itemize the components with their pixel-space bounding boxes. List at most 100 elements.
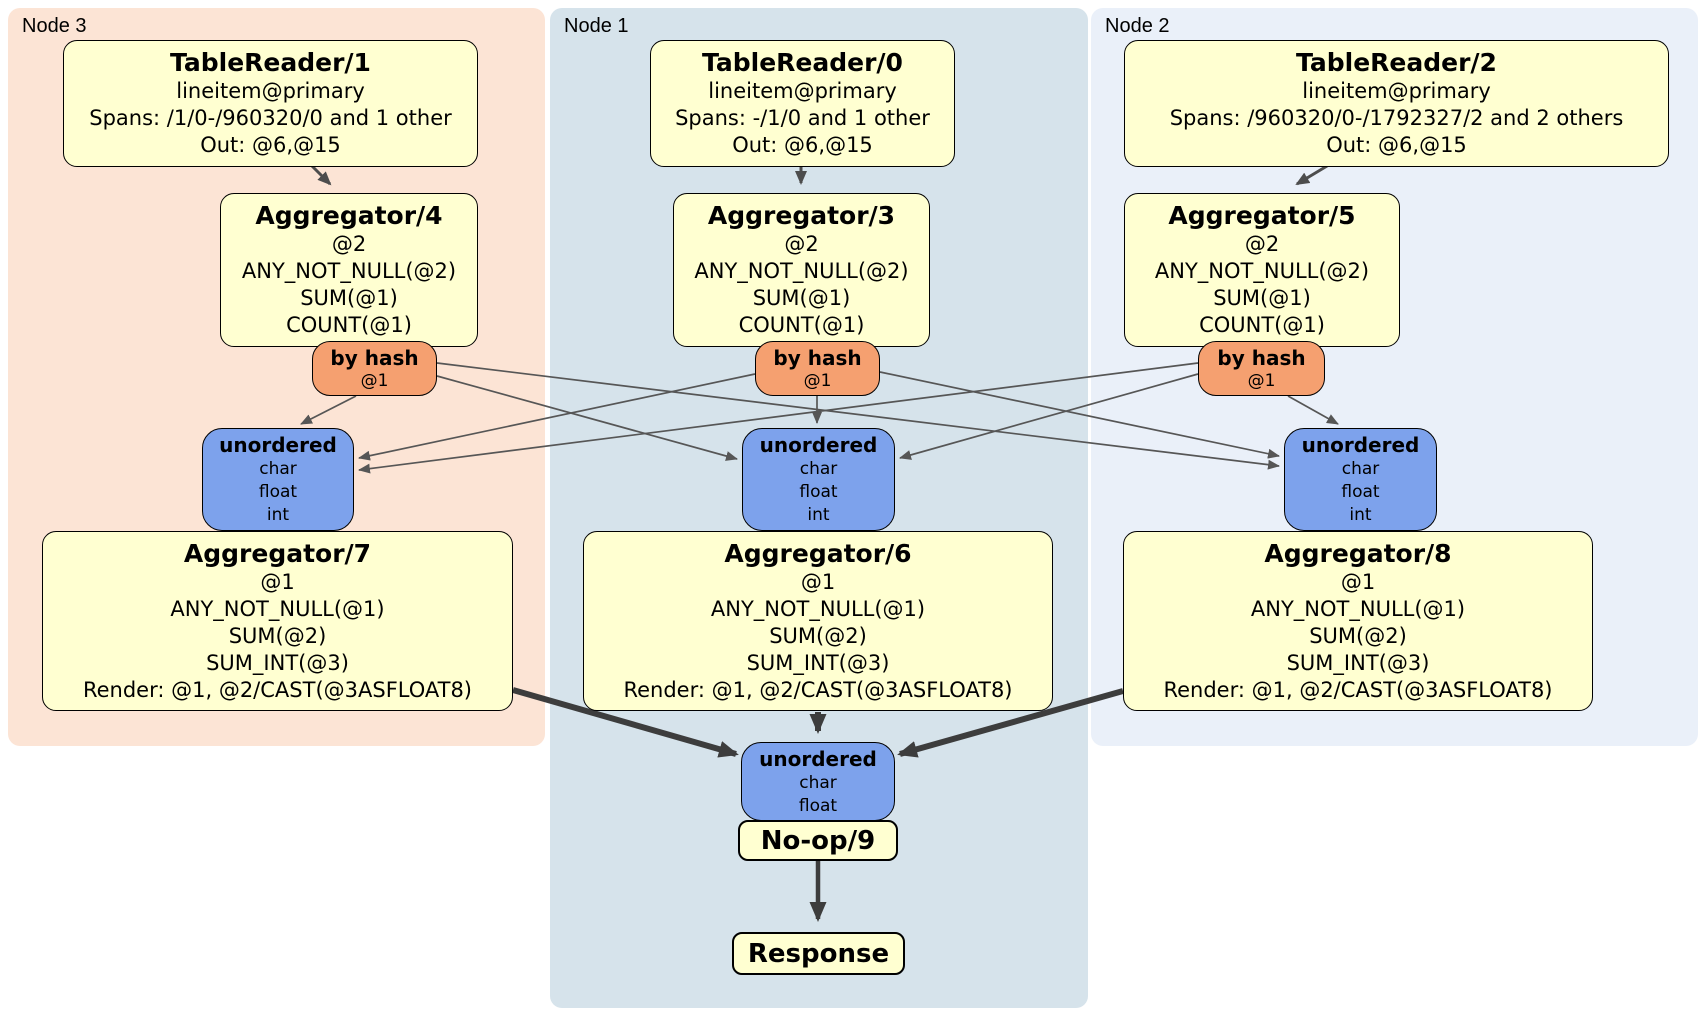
node-label-1: Node 1 [564,15,629,37]
edge-hash-node3-sync-node1 [436,375,738,461]
processor-line: SUM_INT(@3) [206,650,349,675]
sync-line: float [798,795,838,816]
processor-line: @1 [1340,569,1376,594]
sync-line: char [1341,459,1380,479]
unordered-sync-node2: unordered char float int [1284,428,1437,531]
processor-line: Spans: -/1/0 and 1 other [675,106,930,130]
router-title: by hash [330,345,419,370]
node-label-2: Node 2 [1105,15,1170,37]
edge-hash-node2-sync-node2 [1287,395,1339,425]
edge-aggregator7-final-sync [512,687,739,758]
processor-title: TableReader/1 [170,48,371,77]
tablereader2-box: TableReader/2 lineitem@primary Spans: /9… [1124,40,1669,167]
processor-title: Aggregator/7 [183,538,372,568]
processor-line: SUM_INT(@3) [1286,650,1430,675]
sync-title: unordered [759,433,878,457]
processor-line: lineitem@primary [1302,79,1491,103]
edge-hash-node1-sync-node2 [879,371,1280,459]
processor-line: COUNT(@1) [1199,313,1325,337]
processor-line: SUM_INT(@3) [746,650,890,675]
sync-line: char [799,772,837,793]
hash-router-node1: by hash @1 [755,341,880,396]
processor-line: Render: @1, @2/CAST(@3ASFLOAT8) [82,677,473,702]
noop-label: No-op/9 [760,825,876,856]
aggregator4-box: Aggregator/4 @2 ANY_NOT_NULL(@2) SUM(@1)… [220,193,478,347]
processor-line: SUM(@2) [1309,623,1407,648]
tablereader0-box: TableReader/0 lineitem@primary Spans: -/… [650,40,955,167]
processor-line: COUNT(@1) [738,313,865,337]
hash-router-node3: by hash @1 [312,341,437,396]
processor-line: @1 [260,569,295,594]
processor-title: TableReader/0 [702,48,903,77]
edge-hash-node2-sync-node1 [899,373,1199,460]
processor-line: @2 [784,232,819,256]
processor-line: Spans: /1/0-/960320/0 and 1 other [89,106,452,130]
sync-title: unordered [219,433,337,457]
processor-title: Aggregator/5 [1168,201,1356,230]
processor-line: Out: @6,@15 [732,133,873,157]
sync-line: char [799,459,838,479]
sync-line: char [259,459,297,479]
unordered-sync-node3: unordered char float int [202,428,354,531]
processor-line: SUM(@1) [300,286,398,310]
processor-line: SUM(@1) [1213,286,1311,310]
processor-line: ANY_NOT_NULL(@1) [710,596,926,621]
edge-hash-node2-sync-node3 [358,362,1199,474]
router-title: by hash [773,345,862,370]
aggregator7-box: Aggregator/7 @1 ANY_NOT_NULL(@1) SUM(@2)… [42,531,513,711]
router-subtitle: @1 [360,370,389,391]
processor-line: SUM(@2) [228,623,327,648]
tablereader1-box: TableReader/1 lineitem@primary Spans: /1… [63,40,478,167]
processor-line: lineitem@primary [708,79,897,103]
processor-line: SUM(@1) [752,286,851,310]
processor-line: ANY_NOT_NULL(@2) [1154,259,1370,283]
processor-line: Out: @6,@15 [1326,133,1467,157]
sync-line: int [266,505,290,525]
processor-title: TableReader/2 [1296,48,1497,77]
sync-line: int [807,505,830,525]
sync-line: float [1341,482,1380,502]
processor-line: SUM(@2) [769,623,867,648]
processor-line: ANY_NOT_NULL(@1) [170,596,385,621]
processor-title: Aggregator/4 [255,201,443,230]
sync-title: unordered [1301,433,1420,457]
processor-line: Render: @1, @2/CAST(@3ASFLOAT8) [1163,677,1553,702]
processor-line: Out: @6,@15 [200,133,341,157]
hash-router-node2: by hash @1 [1198,341,1325,396]
unordered-sync-final: unordered char float [741,742,895,821]
processor-line: ANY_NOT_NULL(@2) [241,259,457,283]
edge-hash-node3-sync-node3 [300,395,357,425]
processor-line: lineitem@primary [176,79,365,103]
processor-line: @2 [1244,232,1280,256]
processor-line: @1 [800,569,836,594]
edge-hash-node3-sync-node2 [436,362,1280,470]
router-subtitle: @1 [1247,370,1276,391]
sync-line: int [1349,505,1372,525]
aggregator8-box: Aggregator/8 @1 ANY_NOT_NULL(@1) SUM(@2)… [1123,531,1593,711]
unordered-sync-node1: unordered char float int [742,428,895,531]
noop-box: No-op/9 [738,820,898,861]
processor-title: Aggregator/8 [1264,538,1452,568]
router-title: by hash [1217,345,1306,370]
processor-title: Aggregator/3 [707,201,896,230]
aggregator6-box: Aggregator/6 @1 ANY_NOT_NULL(@1) SUM(@2)… [583,531,1053,711]
response-box: Response [732,932,905,975]
sync-title: unordered [759,746,877,771]
processor-title: Aggregator/6 [724,538,912,568]
router-subtitle: @1 [803,370,832,391]
processor-line: @2 [331,232,367,256]
edge-aggregator8-final-sync [897,688,1124,758]
processor-line: ANY_NOT_NULL(@1) [1250,596,1466,621]
aggregator3-box: Aggregator/3 @2 ANY_NOT_NULL(@2) SUM(@1)… [673,193,930,347]
sync-line: float [258,482,298,502]
aggregator5-box: Aggregator/5 @2 ANY_NOT_NULL(@2) SUM(@1)… [1124,193,1400,347]
processor-line: ANY_NOT_NULL(@2) [694,259,909,283]
edge-hash-node1-sync-node3 [358,373,756,461]
sync-line: float [799,482,838,502]
node-label-3: Node 3 [22,15,87,37]
processor-line: Render: @1, @2/CAST(@3ASFLOAT8) [623,677,1013,702]
processor-line: COUNT(@1) [286,313,412,337]
response-label: Response [747,938,890,969]
